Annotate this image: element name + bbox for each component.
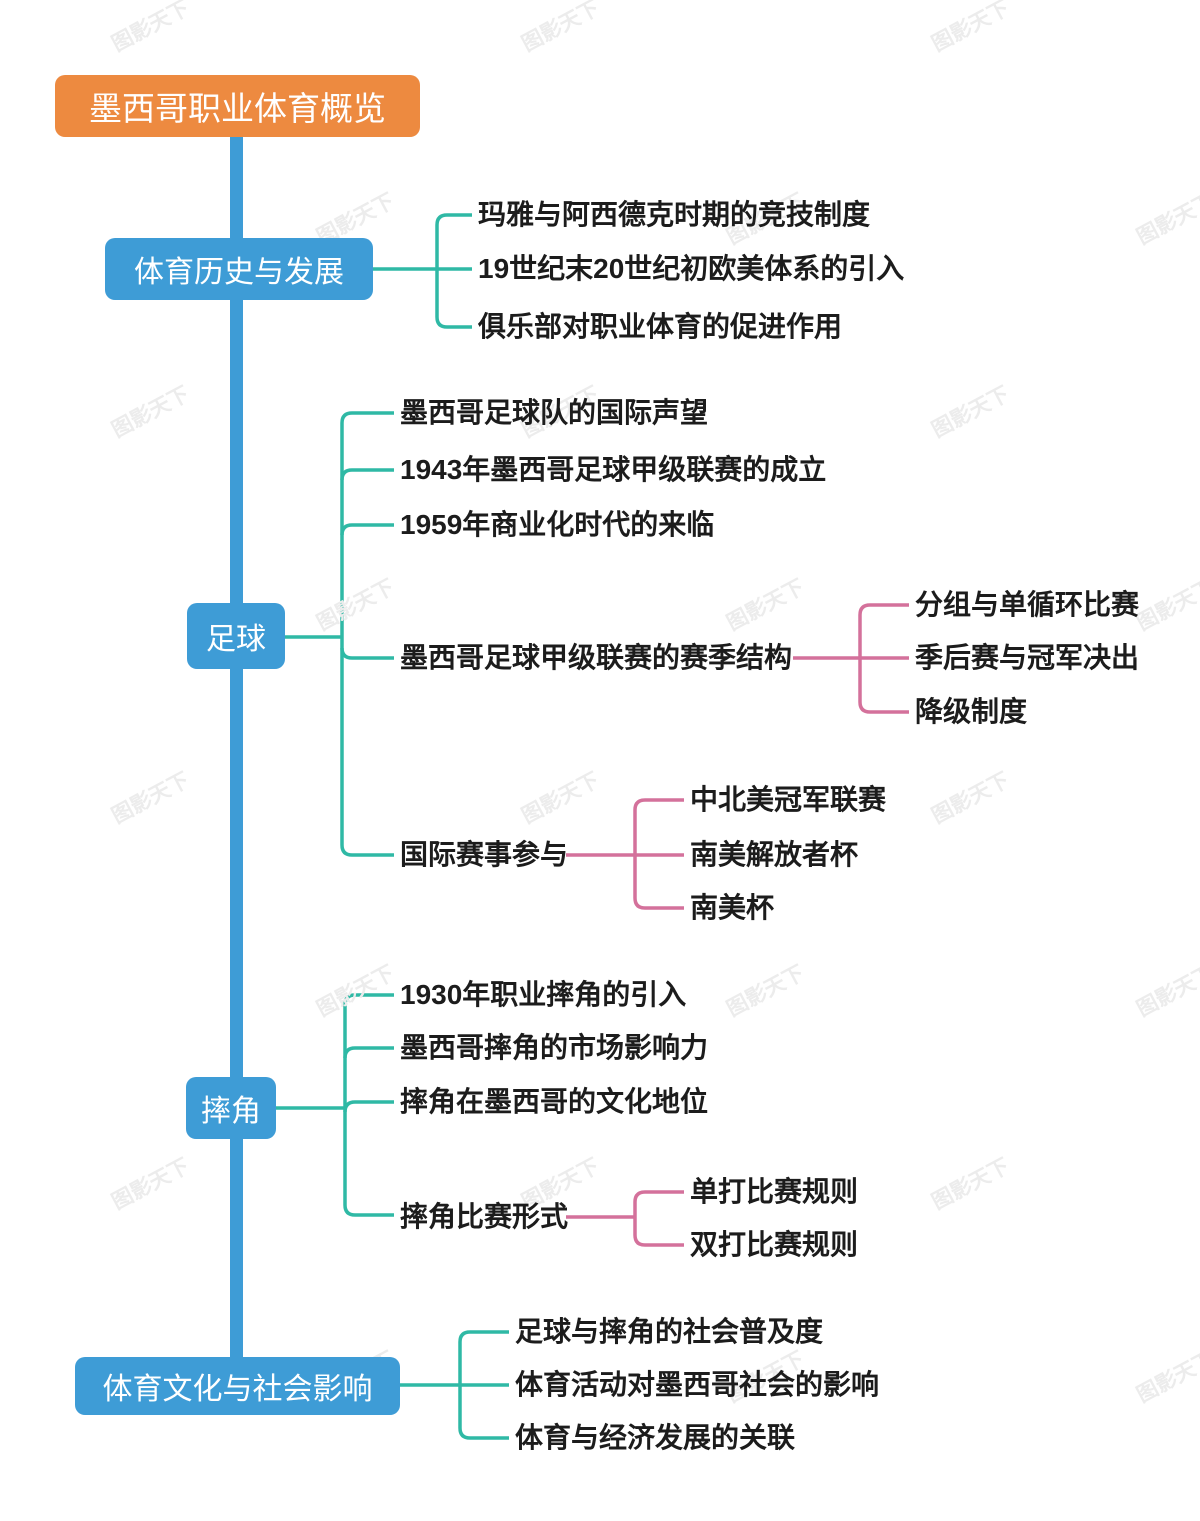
subtopic-season-structure[interactable]: 墨西哥足球甲级联赛的赛季结构	[400, 642, 793, 673]
subtopic-relegation-system[interactable]: 降级制度	[915, 696, 1028, 727]
subtopic-international-events[interactable]: 国际赛事参与	[400, 839, 569, 870]
connector-season-structure	[793, 603, 909, 714]
branch-node-sports-culture[interactable]: 体育文化与社会影响	[75, 1357, 400, 1415]
subtopic-wrestling-match-formats[interactable]: 摔角比赛形式	[400, 1201, 569, 1232]
subtopic-national-team-reputation[interactable]: 墨西哥足球队的国际声望	[400, 397, 709, 428]
subtopic-maya-aztec-system[interactable]: 玛雅与阿西德克时期的竞技制度	[478, 199, 871, 230]
subtopic-social-impact[interactable]: 体育活动对墨西哥社会的影响	[515, 1369, 880, 1400]
connector-branch4	[400, 1330, 509, 1440]
connector-wrestling-formats	[566, 1190, 684, 1247]
connector-international-events	[566, 798, 684, 910]
subtopic-singles-rules[interactable]: 单打比赛规则	[690, 1176, 859, 1207]
subtopic-wrestling-market-influence[interactable]: 墨西哥摔角的市场影响力	[400, 1032, 709, 1063]
subtopic-wrestling-introduced-1930[interactable]: 1930年职业摔角的引入	[400, 979, 687, 1010]
subtopic-wrestling-cultural-status[interactable]: 摔角在墨西哥的文化地位	[400, 1086, 709, 1117]
connector-branch1	[373, 213, 472, 329]
subtopic-club-promotion[interactable]: 俱乐部对职业体育的促进作用	[478, 311, 843, 342]
subtopic-group-round-robin[interactable]: 分组与单循环比赛	[915, 589, 1140, 620]
connector-branch3	[274, 993, 394, 1217]
connector-branch2	[285, 411, 394, 857]
root-topic-node[interactable]: 墨西哥职业体育概览	[55, 75, 420, 137]
branch-node-wrestling[interactable]: 摔角	[186, 1077, 276, 1139]
subtopic-western-system-introduction[interactable]: 19世纪末20世纪初欧美体系的引入	[478, 253, 905, 284]
branch-node-sports-history[interactable]: 体育历史与发展	[105, 238, 373, 300]
subtopic-social-popularity[interactable]: 足球与摔角的社会普及度	[515, 1316, 824, 1347]
subtopic-copa-libertadores[interactable]: 南美解放者杯	[690, 839, 859, 870]
subtopic-commercial-era-1959[interactable]: 1959年商业化时代的来临	[400, 509, 715, 540]
subtopic-copa-sudamericana[interactable]: 南美杯	[690, 892, 775, 923]
subtopic-concacaf-champions-league[interactable]: 中北美冠军联赛	[690, 784, 887, 815]
subtopic-economic-link[interactable]: 体育与经济发展的关联	[515, 1422, 796, 1453]
subtopic-tag-team-rules[interactable]: 双打比赛规则	[690, 1229, 859, 1260]
subtopic-playoffs-champion[interactable]: 季后赛与冠军决出	[915, 642, 1140, 673]
branch-node-football[interactable]: 足球	[187, 603, 285, 669]
subtopic-liga-founded-1943[interactable]: 1943年墨西哥足球甲级联赛的成立	[400, 454, 827, 485]
